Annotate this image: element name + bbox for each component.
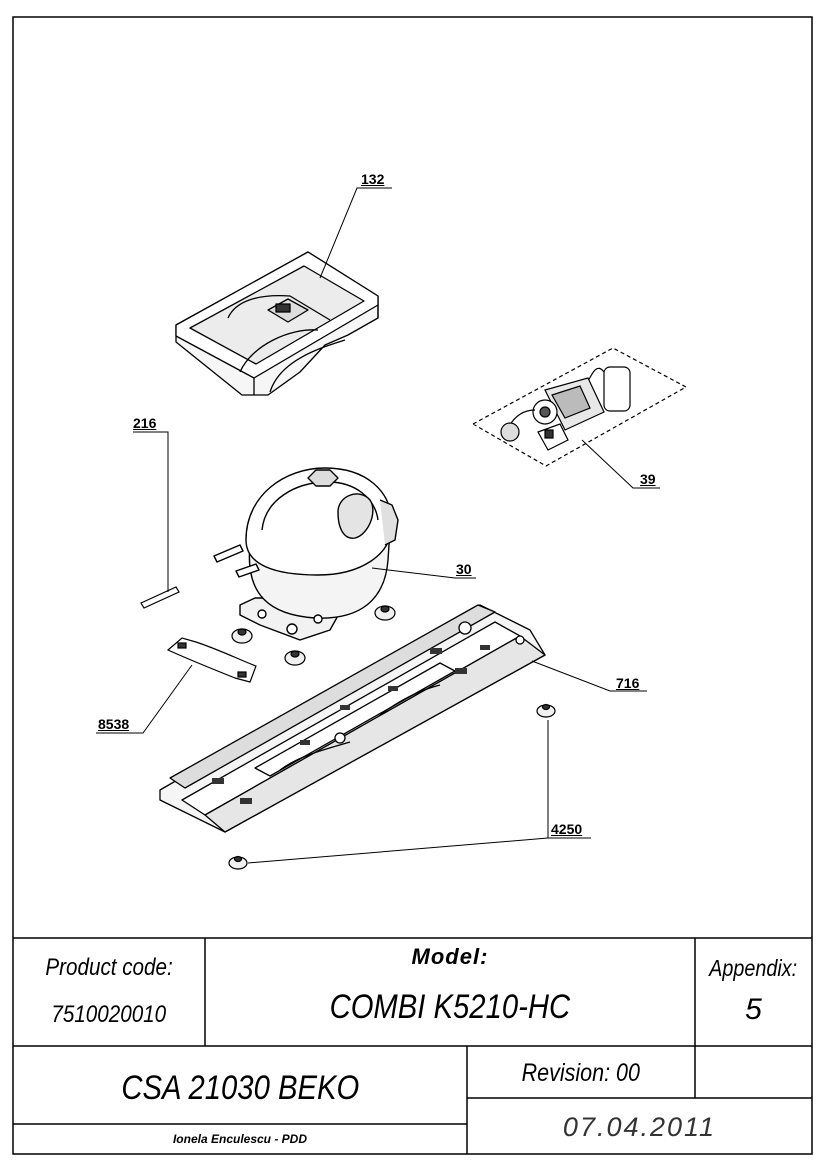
author: Ionela Enculescu - PDD: [172, 1132, 308, 1146]
appendix-value: 5: [745, 993, 762, 1026]
callout-132: 132: [361, 171, 385, 187]
sheet-border: [12, 16, 813, 1155]
callout-216: 216: [133, 415, 157, 431]
product-code-label: Product code:: [45, 954, 173, 981]
part-base-rails-716: [159, 604, 546, 833]
model-label: Model:: [411, 944, 489, 969]
model-value: COMBI K5210-HC: [329, 987, 571, 1026]
grommets: [228, 605, 556, 870]
callout-39: 39: [640, 471, 656, 487]
part-compressor-30: [213, 467, 399, 641]
callout-4250: 4250: [551, 821, 583, 837]
revision: Revision: 00: [521, 1058, 641, 1087]
date: 07.04.2011: [562, 1111, 717, 1142]
document-number: CSA 21030 BEKO: [121, 1068, 359, 1107]
part-tube-216: [140, 586, 180, 609]
part-plate-8538: [166, 637, 257, 683]
product-code-value: 7510020010: [51, 1001, 167, 1028]
leader-lines: [96, 187, 660, 864]
title-block-grid: [13, 937, 812, 1154]
callout-716: 716: [616, 675, 640, 691]
callout-30: 30: [456, 561, 472, 577]
callout-8538: 8538: [98, 716, 130, 732]
part-drip-tray-132: [175, 251, 379, 396]
appendix-label: Appendix:: [709, 954, 798, 981]
part-relay-39: [471, 347, 688, 467]
